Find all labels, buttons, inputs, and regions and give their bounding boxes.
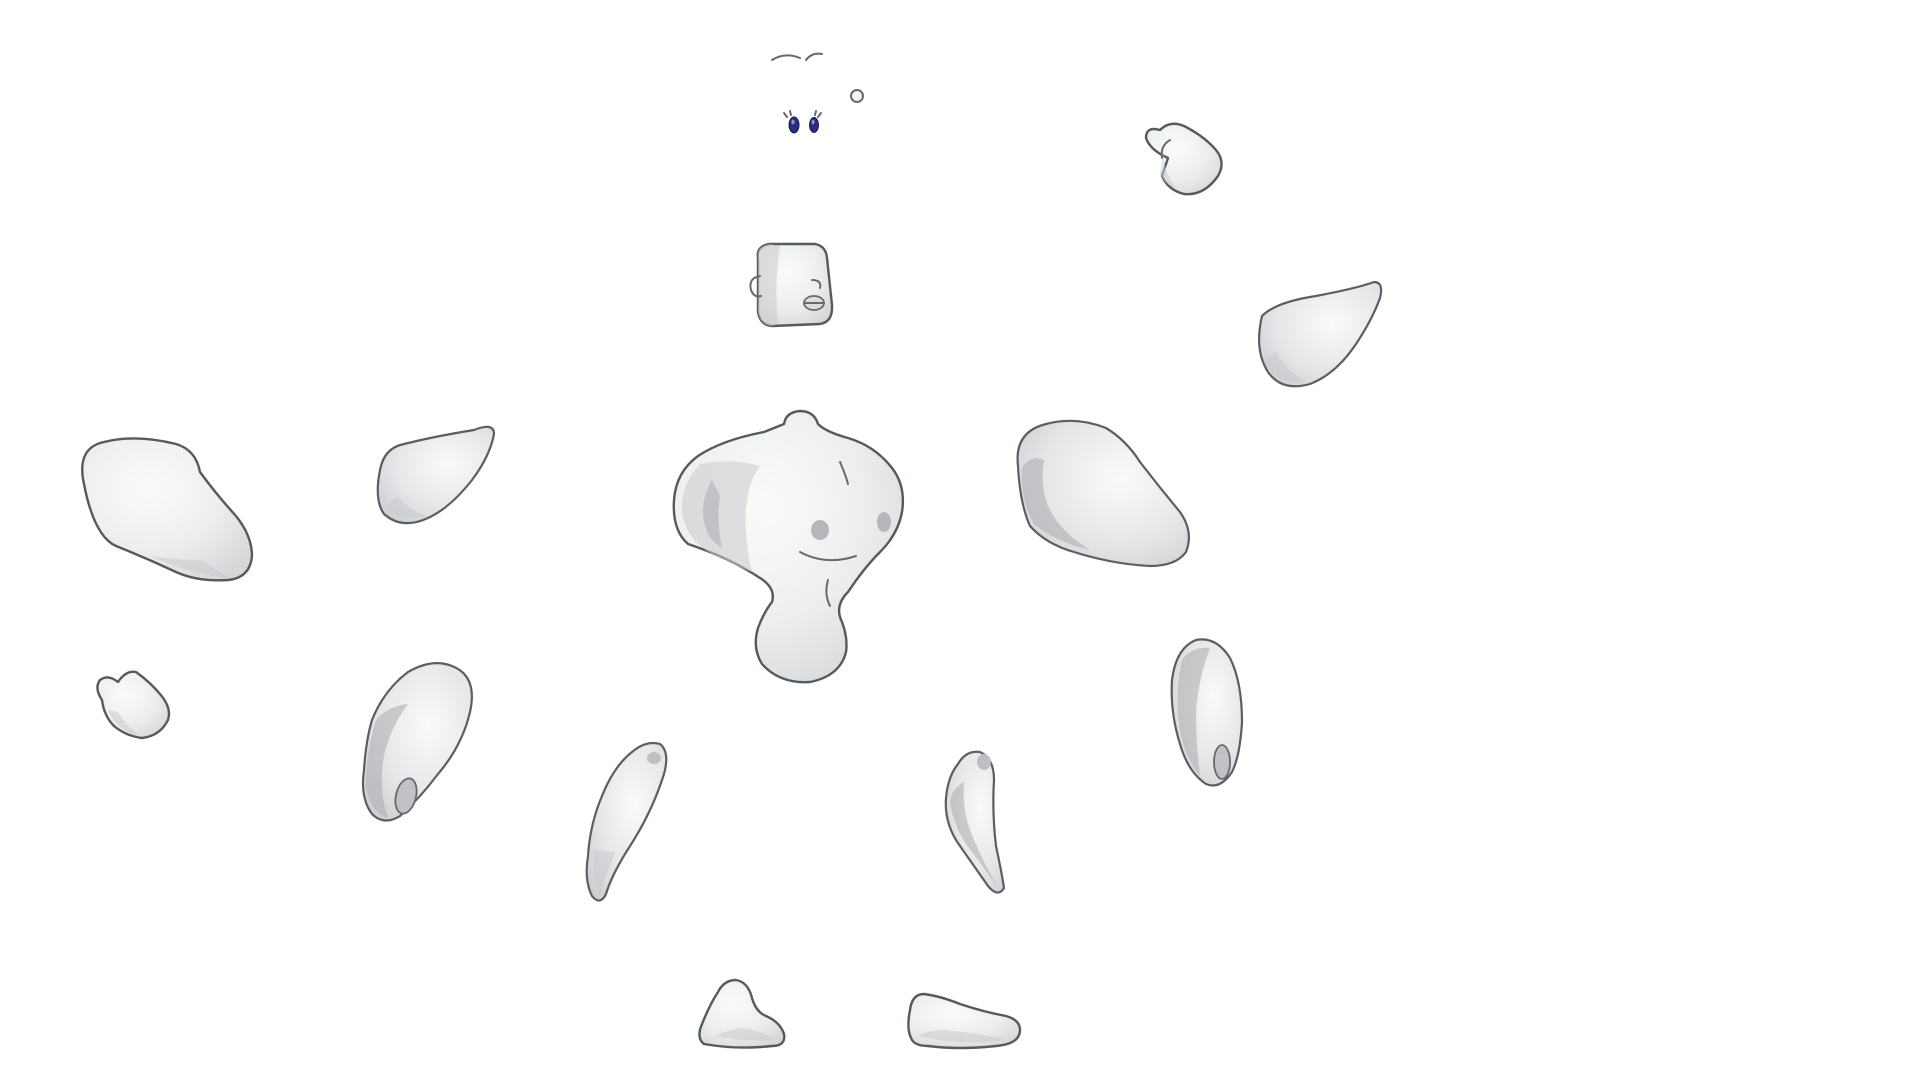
right-shin-part [1170, 638, 1244, 787]
right-hand-part [1144, 122, 1223, 196]
right-upper-arm-part [1257, 280, 1383, 388]
head-part [749, 242, 834, 328]
left-hand-part [96, 670, 171, 740]
right-lower-arm-part [944, 750, 1006, 894]
torso-part [672, 409, 905, 684]
small-ring-part [850, 89, 864, 103]
right-foot-part [907, 992, 1022, 1050]
left-lower-arm-part [585, 741, 668, 902]
eyes [783, 110, 822, 134]
left-forearm-part [376, 425, 496, 525]
left-thigh-part [81, 437, 254, 582]
left-shin-part [361, 661, 473, 822]
right-thigh-part [1016, 419, 1191, 568]
eyebrows [771, 52, 823, 61]
left-foot-part [698, 978, 786, 1049]
